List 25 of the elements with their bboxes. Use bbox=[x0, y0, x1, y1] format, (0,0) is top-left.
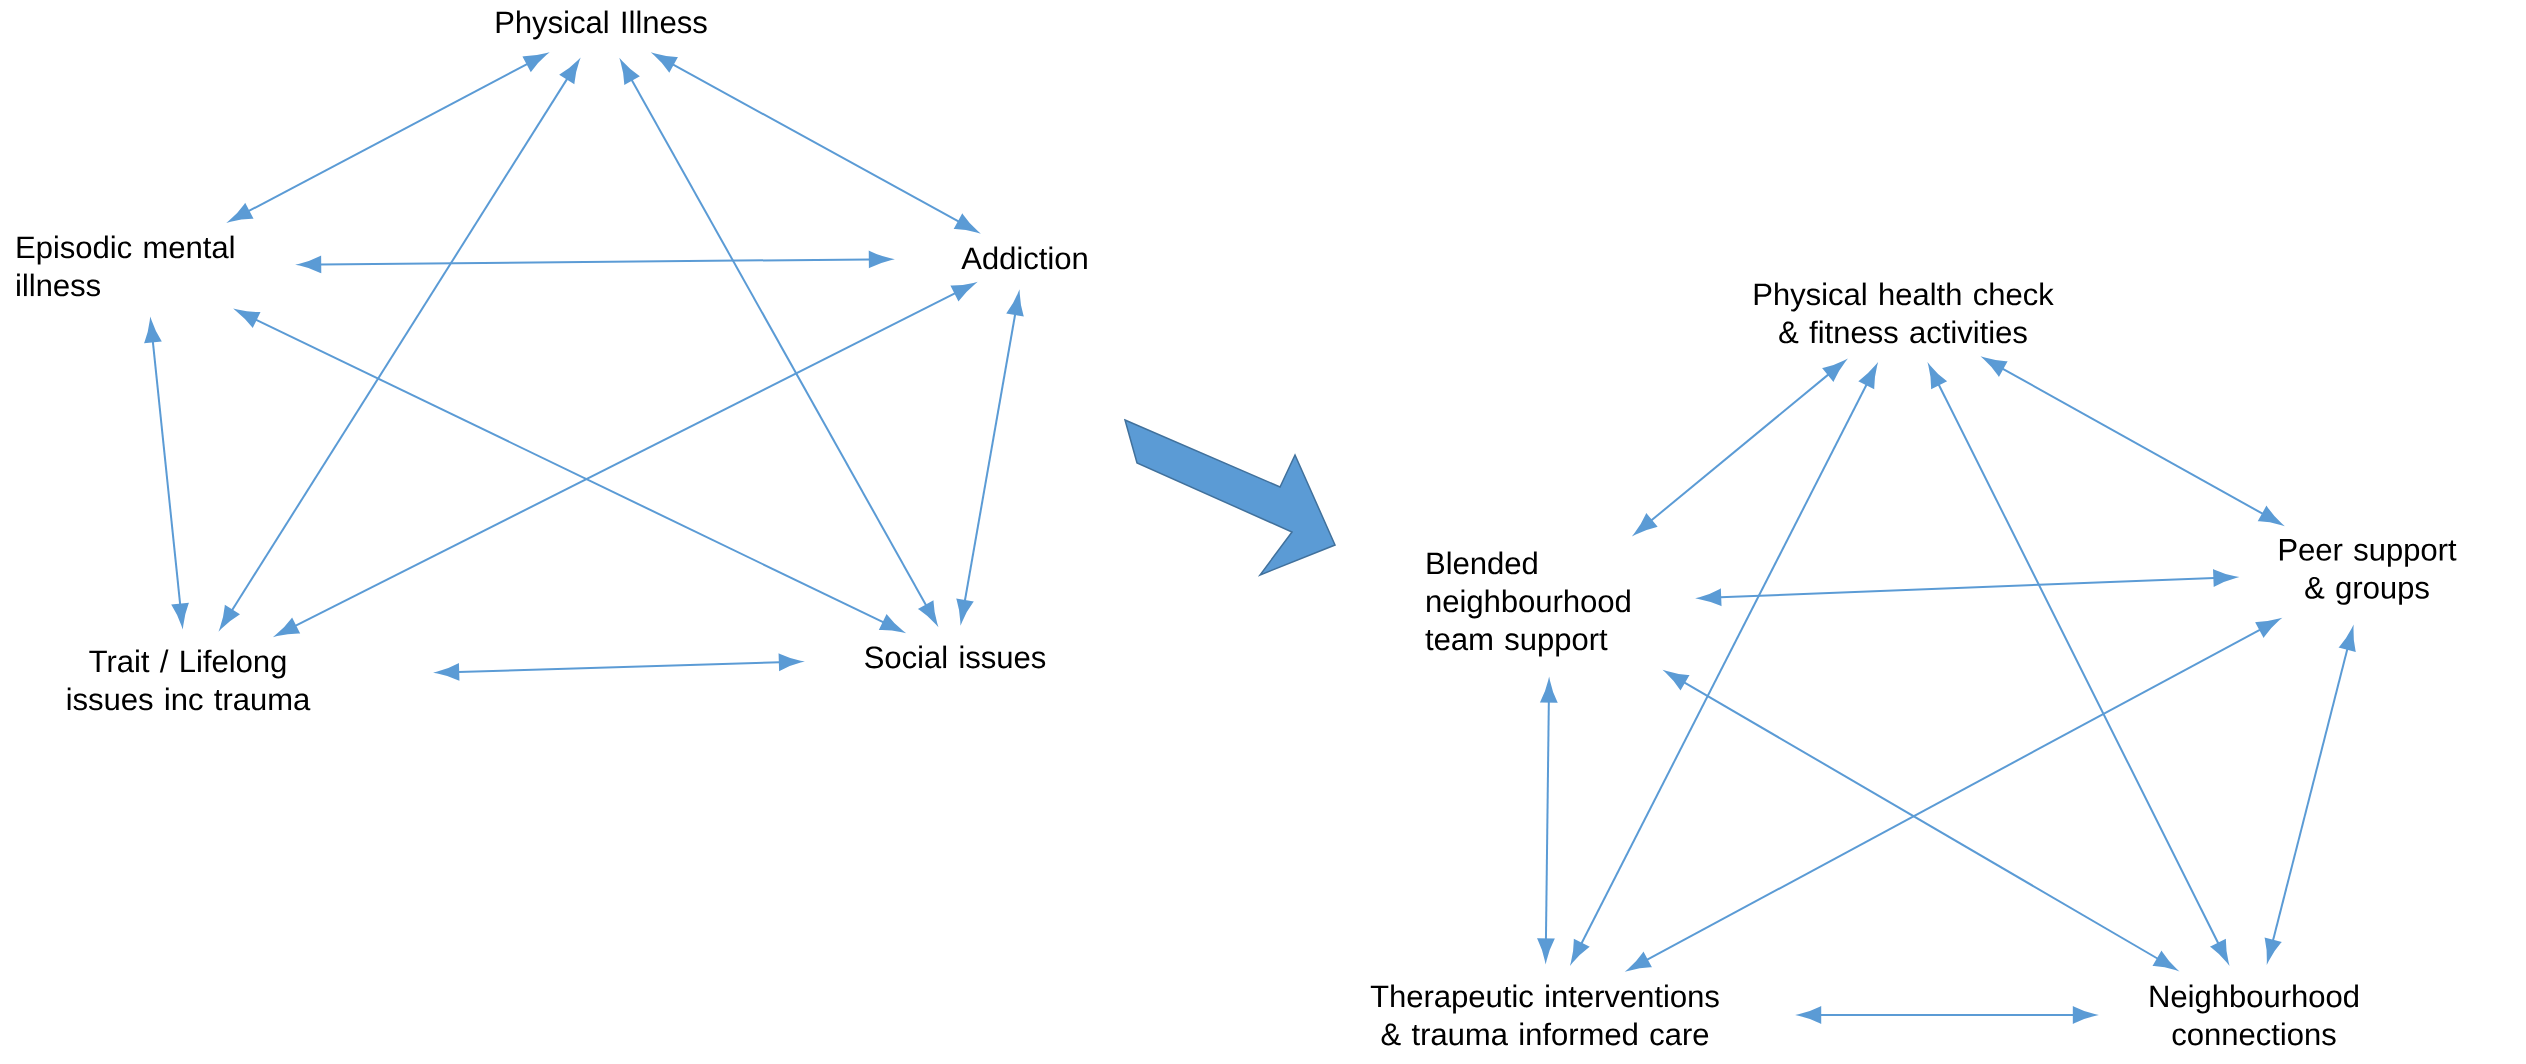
node-label: Therapeutic interventions & trauma informed care bbox=[1370, 984, 1719, 1046]
arrow bbox=[229, 53, 547, 222]
arrow bbox=[1571, 365, 1878, 963]
arrow bbox=[236, 309, 904, 633]
node-label: Physical Illness bbox=[496, 10, 707, 40]
arrow bbox=[1665, 670, 2177, 971]
arrow bbox=[275, 282, 975, 637]
node-label: Addiction bbox=[961, 246, 1087, 270]
node-label: Physical health check & fitness activities bbox=[1754, 282, 2054, 344]
arrow bbox=[1983, 357, 2282, 525]
arrow bbox=[144, 319, 189, 627]
arrow bbox=[1634, 360, 1846, 535]
node-label: Episodic mental illness bbox=[17, 235, 234, 297]
arrow bbox=[1627, 618, 2280, 971]
arrow bbox=[2264, 627, 2356, 962]
arrow bbox=[1798, 1006, 2096, 1024]
arrow bbox=[219, 60, 580, 629]
node-label: Peer support & groups bbox=[2279, 539, 2457, 605]
arrow bbox=[298, 251, 892, 273]
arrow bbox=[1698, 569, 2236, 606]
node-label: Trait / Lifelong issues inc trauma bbox=[67, 649, 311, 711]
node-label: Neighbourhood connections bbox=[2150, 984, 2358, 1046]
arrow bbox=[1928, 365, 2229, 963]
node-label: Blended neighbourhood team support bbox=[1425, 551, 1630, 657]
node-label: Social issues bbox=[865, 645, 1046, 669]
